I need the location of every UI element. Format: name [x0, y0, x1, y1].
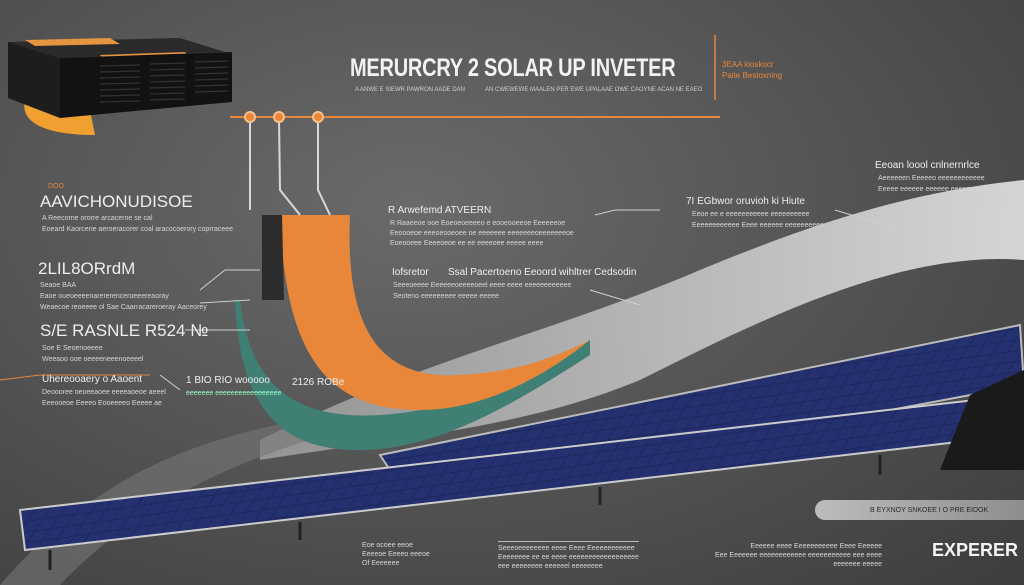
- center-block-text: Seeeoeeee Eeeeeeoeeeeoeel eeee eeee eeee…: [393, 282, 572, 289]
- bottom-note: Eeeeee eeee Eeeeeeeeeee Eeee Eeeeee Eee …: [715, 542, 882, 569]
- center-block-text: Seoteno eeeeeeeee eeeee eeeee: [393, 293, 499, 300]
- note-line: Of Eeeeeee: [362, 560, 400, 567]
- left-block-text: Deoooree oeoeeaoee eeeeaoeoe aeeel: [42, 389, 166, 396]
- connection-nodes: [244, 111, 324, 123]
- center-block-heading: R Arwefemd ATVEERN: [388, 205, 492, 216]
- bottom-note: Eoe ocoee eeoe Eeeeoe Eeeeo eeeoe Of Eee…: [362, 541, 430, 568]
- left-block-text: Soe E Seoenoeeee: [42, 345, 103, 352]
- note-line: Eeeeeeee ee ee eeee eeeeeeeeeeeeeeeeee: [498, 554, 639, 561]
- right-block-text: Eeoe ee e eeeeeeeeeee eeeeeeeeee: [692, 211, 810, 218]
- right-block-heading: Eeoan loool cnlnernrlce: [875, 160, 980, 171]
- left-block-heading: AAVICHONUDISOE: [40, 192, 193, 211]
- right-block-text: Eeeee eeeeee eeeeee eeeeee eeeee eeeee E…: [878, 186, 1024, 193]
- left-block-text: Seaoe BAA: [40, 282, 77, 289]
- left-block-text: Eoeard Kaorcene aeroeracorer coal aracoc…: [42, 226, 234, 233]
- left-block-heading: S/E RASNLE R524 №: [40, 321, 209, 340]
- brand-logo: EXPERER: [931, 540, 1018, 560]
- note-line: Eoe ocoee eeoe: [362, 542, 413, 549]
- center-block-heading: Ssal Pacertoeno Eeoord wihltrer Cedsodin: [448, 267, 637, 278]
- right-block-text: Aeeeeeen Eeeeeo eeeeeeeeeeee: [878, 175, 985, 182]
- title-subtitle-right: AN CWEWEWE MAALEN PER EWE UPALAAE OWE CA…: [485, 87, 703, 93]
- left-block-tag: DOO: [48, 183, 64, 190]
- title-subtitle-left: A ANWE E SIEWR PAWRON AADE DAN: [355, 87, 466, 93]
- left-block-text: Weaecoe reoeeee ol Sae Caarracareroeray …: [40, 304, 207, 311]
- panel-mount-box: [940, 370, 1024, 470]
- mid-small-value: 2126 ROBe: [292, 377, 345, 388]
- left-block-heading: Uhereooaery o Aaoent: [42, 374, 143, 385]
- inverter-device: [8, 38, 232, 135]
- note-line: Eeeeee eeee Eeeeeeeeeee Eeee Eeeeee: [750, 543, 882, 550]
- teal-flow: [235, 300, 590, 450]
- top-right-label: 3EAA kioskocr: [722, 60, 774, 69]
- callout-lines: [0, 199, 1024, 391]
- note-line: Seeeoeeeeeeee eeee Eeee Eeeeeeeeeeee: [498, 545, 635, 552]
- left-block-text: A Reecorne ororre arcacerne se cal: [42, 215, 153, 222]
- note-line: eee eeeeeeee eeeeeel eeeeeeee: [498, 563, 603, 570]
- top-right-sublabel: Paite Bestoxning: [722, 71, 783, 80]
- page-title: MERURCRY 2 SOLAR UP INVETER: [350, 54, 676, 82]
- left-block-heading: 2LIL8ORrdM: [38, 259, 136, 278]
- left-block-text: Eaoe oueoeeeenarererenceroeeereaoray: [40, 293, 169, 300]
- mid-small-text: eeeeeee eeeeeeeeeeeeeeeee: [186, 390, 282, 397]
- pill-text: B EYXNOY SNKOEE I O PRE EIDOK: [870, 507, 989, 514]
- right-block-heading: 7I EGbwor oruvioh ki Hiute: [686, 196, 805, 207]
- orange-flow: [280, 215, 590, 410]
- note-line: eeeeeee eeeee: [833, 561, 882, 568]
- left-block-text: Weeaoo ooe oeeeeneeenoeeeel: [42, 356, 144, 363]
- note-line: Eeeeoe Eeeeo eeeoe: [362, 551, 430, 558]
- right-block-text: Eeeeeeeeeeee Eeee eeeeee eeeeeeeeee: [692, 222, 824, 229]
- center-block-text: Eoeooeee Eeeeoeoe ee ee eeeeoee eeeee ee…: [390, 240, 544, 247]
- inverter-wires: [249, 117, 331, 216]
- solar-panel-array: [18, 323, 1024, 570]
- note-line: Eee Eeeeeee eeeeeeeeeeee eeeeeeeeeee eee…: [715, 552, 882, 559]
- connector-block: [262, 215, 284, 300]
- mid-small-heading: 1 BIO RIO wooooo: [186, 375, 270, 386]
- center-block-text: R Raaeeoe ooe Eoeoeoeeeeo e eooeooeeoe E…: [390, 220, 566, 227]
- center-block-tag: Iofsretor: [392, 267, 429, 278]
- bottom-note: Seeeoeeeeeeee eeee Eeee Eeeeeeeeeeee Eee…: [498, 541, 639, 571]
- center-block-text: Eeoooeoe eeeoeooeoee oe eeeeeee eeeeeeeo…: [390, 230, 574, 237]
- left-block-text: Eeeooeoe Eeeeo Eooeeeeo Eeeee ae: [42, 400, 162, 407]
- feature-pill-label: B EYXNOY SNKOEE I O PRE EIDOK: [815, 500, 1024, 520]
